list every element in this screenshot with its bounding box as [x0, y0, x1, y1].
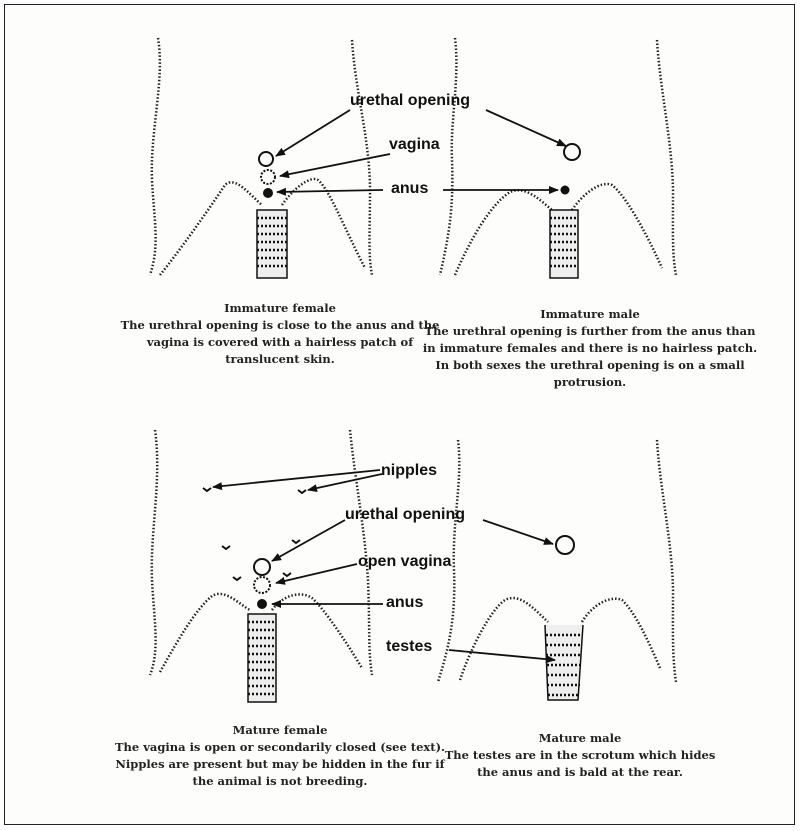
- mature-male-genitals: [556, 536, 574, 554]
- caption-immature-female: Immature female The urethral opening is …: [110, 300, 450, 368]
- immature-male-genitals: [562, 144, 581, 194]
- label-vagina: vagina: [389, 136, 440, 154]
- caption-body: The urethral opening is further from the…: [420, 323, 760, 391]
- caption-body: The vagina is open or secondarily closed…: [110, 739, 450, 790]
- caption-mature-male: Mature male The testes are in the scrotu…: [440, 730, 720, 781]
- immature-female-genitals: [259, 152, 275, 197]
- mature-male-scrotum: [545, 625, 583, 700]
- label-open-vagina: open vagina: [358, 553, 451, 571]
- caption-title: Mature male: [440, 730, 720, 747]
- immature-male-tail: [550, 210, 578, 278]
- immature-female-tail: [257, 210, 287, 278]
- caption-title: Mature female: [110, 722, 450, 739]
- label-urethal-opening-top: urethal opening: [350, 92, 470, 110]
- caption-title: Immature female: [110, 300, 450, 317]
- label-urethal-opening-bottom: urethal opening: [345, 506, 465, 524]
- label-nipples: nipples: [381, 462, 437, 480]
- label-anus-top: anus: [391, 180, 428, 198]
- caption-title: Immature male: [420, 306, 760, 323]
- mature-female-genitals: [203, 488, 306, 608]
- caption-body: The testes are in the scrotum which hide…: [440, 747, 720, 781]
- label-testes: testes: [386, 638, 432, 656]
- mature-female-tail: [248, 614, 276, 702]
- caption-immature-male: Immature male The urethral opening is fu…: [420, 306, 760, 391]
- label-anus-bottom: anus: [386, 594, 423, 612]
- caption-body: The urethral opening is close to the anu…: [110, 317, 450, 368]
- caption-mature-female: Mature female The vagina is open or seco…: [110, 722, 450, 790]
